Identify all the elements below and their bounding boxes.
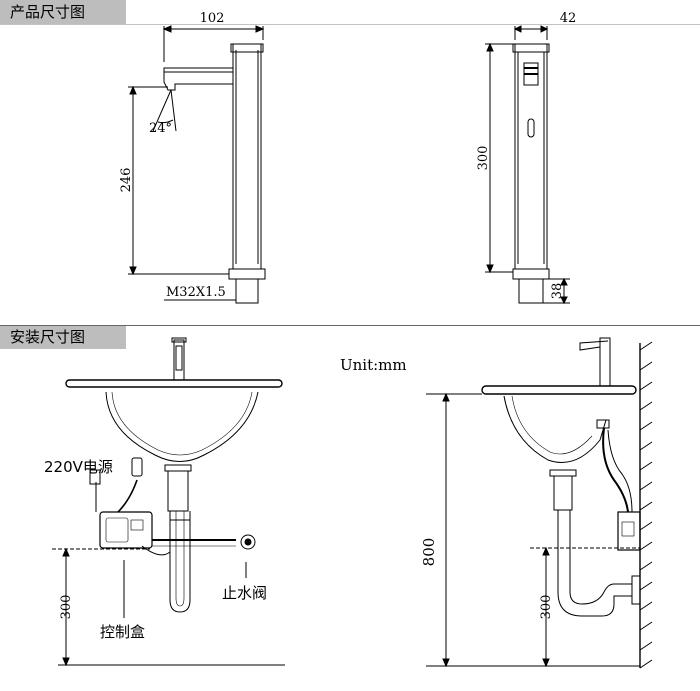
- label-valve: 止水阀: [222, 584, 267, 602]
- dimension-300-product: [485, 42, 513, 274]
- label-unit: Unit:mm: [340, 356, 407, 374]
- label-spout-height: 246: [119, 168, 134, 193]
- faucet-side-view: [512, 43, 550, 304]
- label-box-height-left: 300: [59, 595, 74, 620]
- dimension-800: [440, 392, 482, 668]
- control-box-left: [89, 457, 256, 556]
- label-angle: 24°: [149, 121, 172, 136]
- install-section-header: 安装尺寸图: [0, 325, 126, 349]
- label-base-height: 38: [550, 283, 565, 300]
- wall-hatch: [639, 341, 653, 669]
- label-side-width: 42: [560, 11, 577, 26]
- label-total-height: 300: [476, 146, 491, 171]
- label-basin-height: 800: [420, 538, 438, 567]
- product-section-header: 产品尺寸图: [0, 0, 126, 24]
- dimension-246: [128, 85, 229, 276]
- dimension-300-right: [530, 546, 640, 668]
- dimension-102: [162, 25, 265, 62]
- basin-front-view: [58, 337, 285, 666]
- dimension-42: [513, 25, 549, 40]
- install-section-title: 安装尺寸图: [10, 328, 86, 346]
- dimension-300-left: [52, 547, 150, 667]
- label-thread: M32X1.5: [166, 285, 226, 300]
- dimension-38: [543, 277, 570, 305]
- basin-side-view: [426, 337, 641, 667]
- label-control-box: 控制盒: [100, 623, 145, 641]
- label-box-height-right: 300: [539, 595, 554, 620]
- product-section-title: 产品尺寸图: [10, 3, 86, 21]
- faucet-front-view: [152, 43, 266, 304]
- label-power: 220V电源: [44, 458, 113, 476]
- label-spout-length: 102: [200, 11, 225, 26]
